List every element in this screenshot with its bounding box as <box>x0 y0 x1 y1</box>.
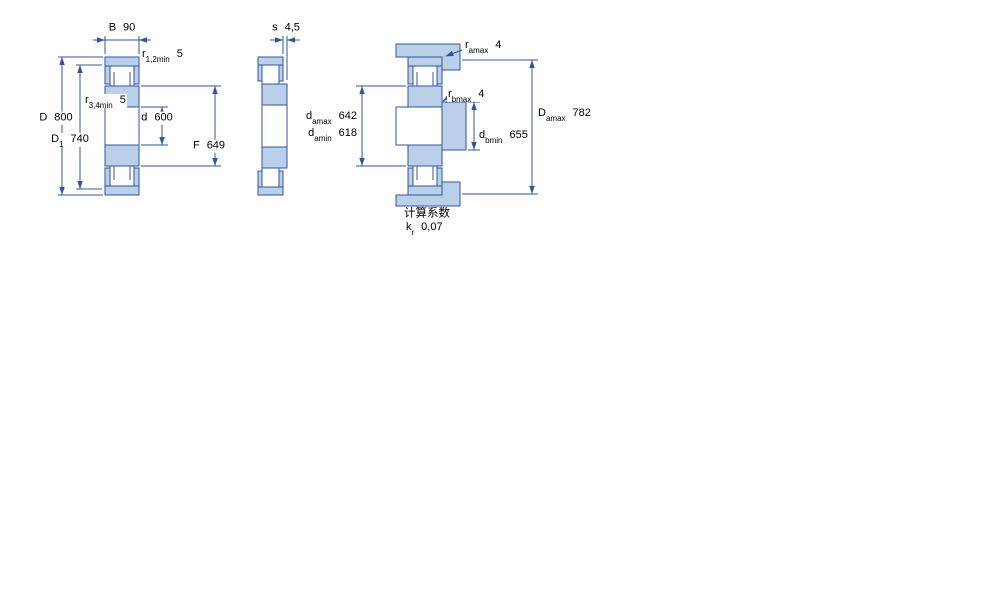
dim-D-lines <box>58 56 103 196</box>
leader-rb <box>442 94 451 102</box>
calculation-factors-heading: 计算系数 <box>403 207 451 221</box>
bearing-upper-half <box>407 56 443 108</box>
dim-B-lines <box>93 36 151 54</box>
outer-ring-band <box>257 186 284 196</box>
inner-ring <box>261 146 288 169</box>
figure-side-view <box>257 36 300 196</box>
roller <box>261 167 280 188</box>
outer-ring-band <box>257 56 284 66</box>
shaft-shoulder <box>441 101 467 151</box>
roller <box>261 64 280 85</box>
bearing-lower-half <box>407 144 443 196</box>
leader-ra <box>445 49 463 57</box>
figure-cross-section <box>58 36 221 196</box>
dim-s-lines <box>270 36 300 80</box>
outer-ring-flange-left <box>257 64 263 82</box>
dim-F-lines <box>141 85 221 167</box>
outer-ring-flange-right <box>278 64 284 82</box>
outer-ring-flange-right <box>278 170 284 188</box>
figure-abutment <box>356 43 538 207</box>
dim-D1-lines <box>76 64 102 190</box>
bearing-lower-half <box>104 144 140 196</box>
dim-da-lines <box>356 85 406 167</box>
dim-Da-lines <box>462 59 538 195</box>
outer-ring-flange-left <box>257 170 263 188</box>
inner-ring <box>261 83 288 106</box>
